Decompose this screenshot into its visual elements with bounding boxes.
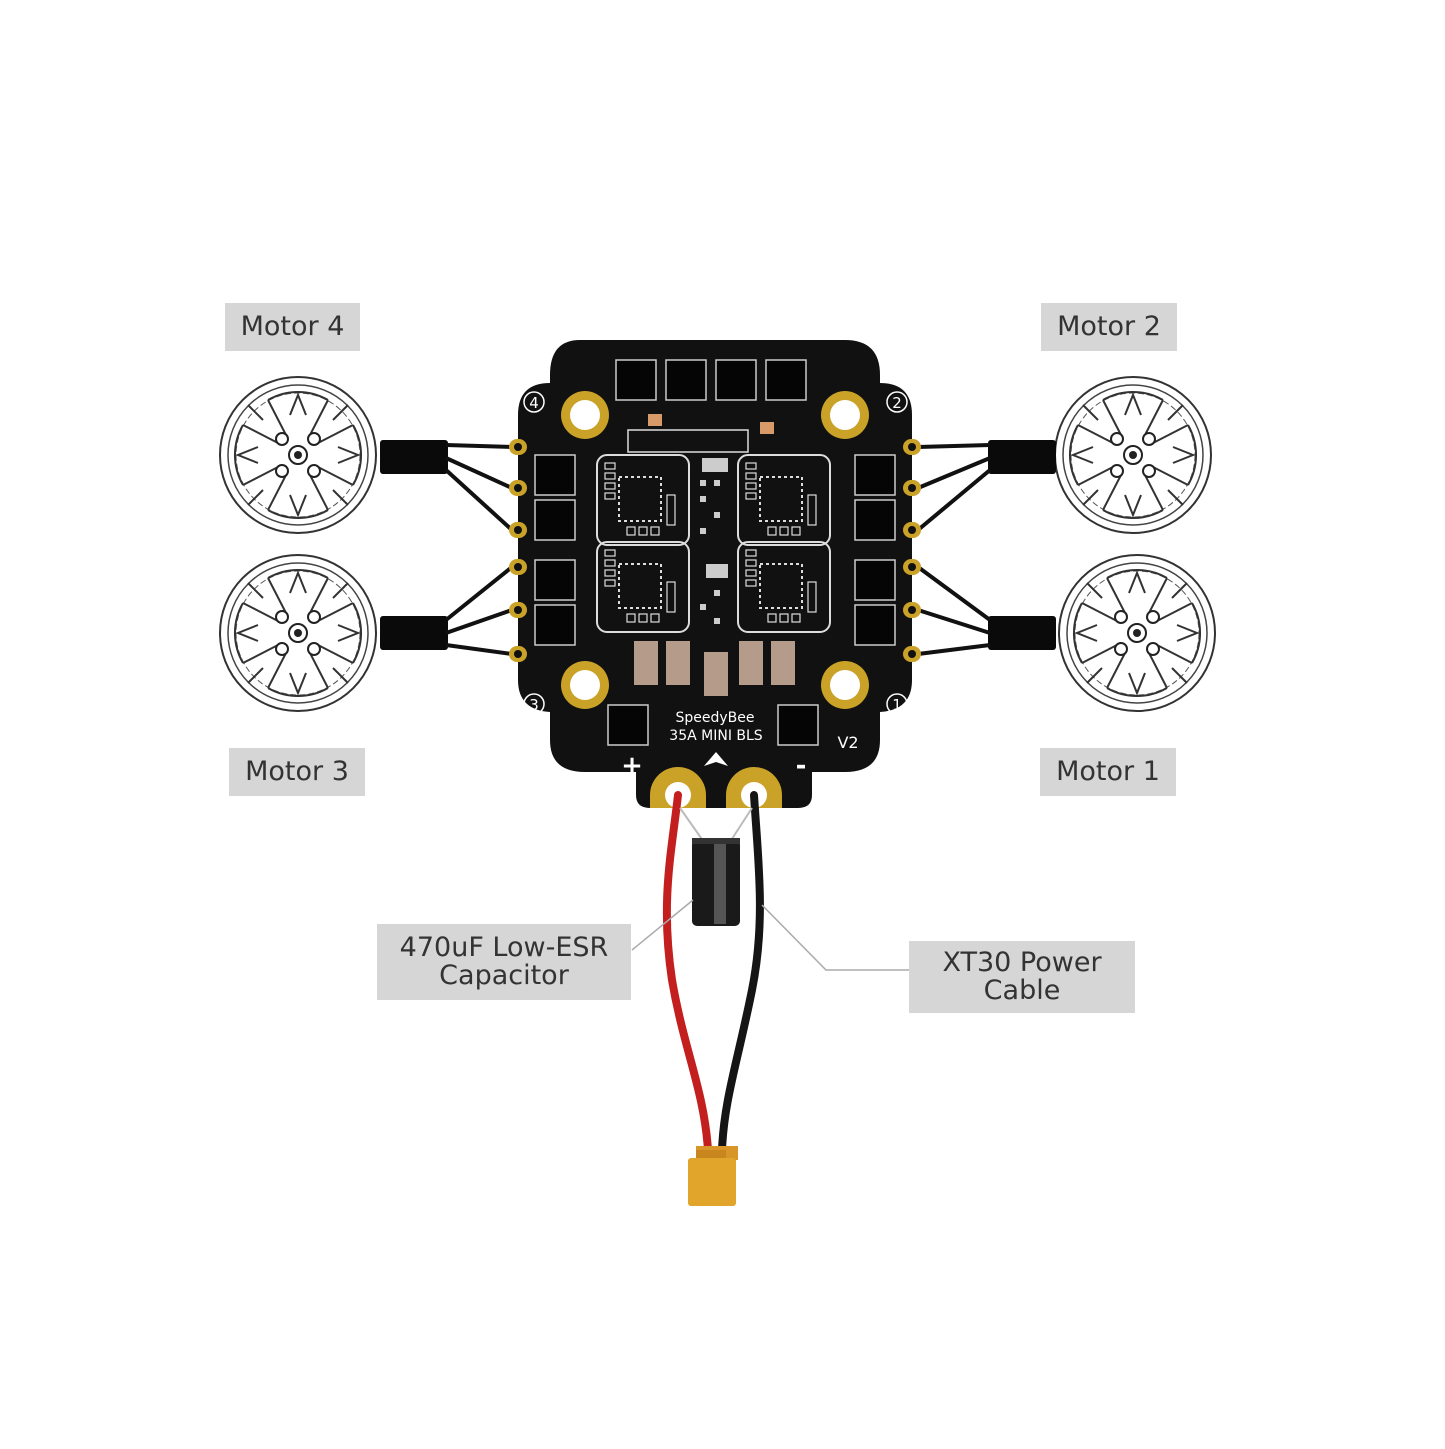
power-cable-label-line2: Cable: [983, 975, 1061, 1006]
capacitor-label-line2: Capacitor: [439, 960, 569, 991]
xt30-connector: [688, 1146, 738, 1206]
corner-number-3: 3: [529, 696, 539, 714]
motor-4-label: Motor 4: [225, 303, 360, 351]
capacitor-label-line1: 470uF Low-ESR: [399, 932, 609, 963]
motor-1-icon: [1058, 554, 1216, 712]
leader-lines: [631, 899, 909, 971]
motor-3-label: Motor 3: [229, 748, 365, 796]
motor-3-icon: [219, 554, 377, 712]
motor-1-label: Motor 1: [1040, 748, 1176, 796]
motor-2-icon: [1054, 376, 1212, 534]
board-model: 35A MINI BLS: [669, 728, 763, 744]
motor-4-icon: [219, 376, 377, 534]
power-cable-label: XT30 Power Cable: [909, 941, 1135, 1013]
power-cable: [662, 791, 764, 1154]
electrolytic-capacitor: [679, 807, 753, 926]
corner-number-2: 2: [892, 394, 902, 412]
board-brand: SpeedyBee: [675, 710, 754, 726]
motor-2-label: Motor 2: [1041, 303, 1177, 351]
power-cable-label-line1: XT30 Power: [942, 947, 1102, 978]
board-version: V2: [837, 733, 858, 752]
motor-3-text: Motor 3: [245, 756, 349, 787]
corner-number-1: 1: [892, 696, 902, 714]
corner-number-4: 4: [529, 394, 539, 412]
minus-sign: -: [796, 751, 807, 781]
motor-2-text: Motor 2: [1057, 311, 1161, 342]
esc-board: 4 2 3 1 SpeedyBee 35A MINI BLS V2 + -: [509, 340, 921, 808]
direction-arrow-icon: [704, 752, 728, 766]
capacitor-label: 470uF Low-ESR Capacitor: [377, 924, 631, 1000]
motor-wires: [380, 440, 1056, 656]
motor-4-text: Motor 4: [240, 311, 345, 342]
plus-sign: +: [621, 751, 643, 781]
motor-1-text: Motor 1: [1056, 756, 1160, 787]
